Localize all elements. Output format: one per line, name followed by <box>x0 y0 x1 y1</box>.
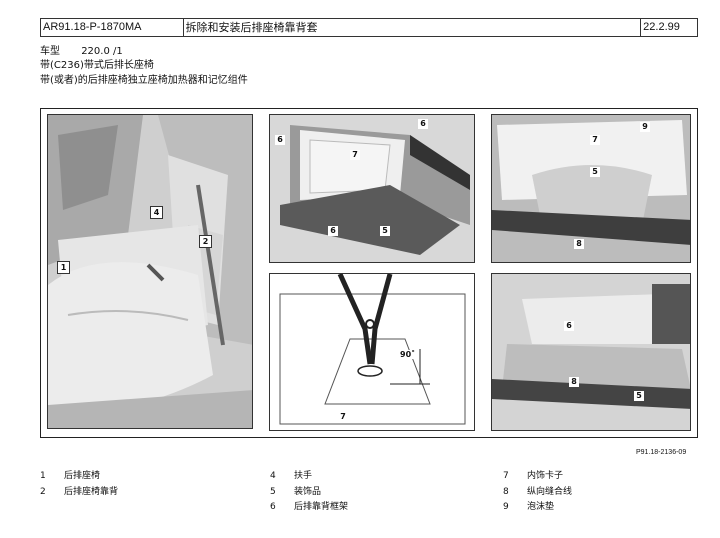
legend-number: 2 <box>40 487 46 497</box>
callout-p2-6: 6 <box>275 135 285 145</box>
callout-p1-4: 4 <box>150 206 163 219</box>
equipment-line-2: 带(或者)的后排座椅独立座椅加热器和记忆组件 <box>40 75 248 86</box>
doc-date: 22.2.99 <box>643 21 680 33</box>
callout-p4-7: 7 <box>338 412 348 422</box>
panel-rear-seat: 1 4 2 <box>47 114 253 429</box>
doc-title: 拆除和安装后排座椅靠背套 <box>184 19 642 36</box>
legend-text: 扶手 <box>294 471 313 481</box>
callout-p5-8: 8 <box>569 377 579 387</box>
figure-reference: P91.18-2136-09 <box>636 449 687 456</box>
doc-id: AR91.18-P-1870MA <box>41 19 184 36</box>
legend-item-9: 9 泡沫垫 <box>503 499 554 512</box>
legend-item-4: 4 扶手 <box>270 468 312 481</box>
callout-p2-5: 5 <box>380 226 390 236</box>
panel-foam-pad: 7 9 5 8 <box>491 114 691 263</box>
angle-label: 90˚ <box>400 350 416 359</box>
legend-item-5: 5 装饰品 <box>270 484 321 497</box>
model-label: 车型 <box>40 46 60 57</box>
legend-item-6: 6 后排靠背框架 <box>270 499 348 512</box>
callout-p3-9: 9 <box>640 122 650 132</box>
legend-text: 装饰品 <box>294 487 322 497</box>
legend-number: 9 <box>503 502 509 512</box>
foam-pad-illustration <box>492 115 690 262</box>
callout-p1-1: 1 <box>57 261 70 274</box>
callout-p2-6c: 6 <box>328 226 338 236</box>
legend-number: 8 <box>503 487 509 497</box>
legend-item-8: 8 纵向缝合线 <box>503 484 572 497</box>
backrest-frame-illustration <box>270 115 474 262</box>
legend-item-7: 7 内饰卡子 <box>503 468 563 481</box>
legend-number: 5 <box>270 487 276 497</box>
callout-p3-8: 8 <box>574 239 584 249</box>
legend-item-2: 2 后排座椅靠背 <box>40 484 118 497</box>
seat-illustration <box>48 115 252 428</box>
legend-text: 内饰卡子 <box>527 471 564 481</box>
legend-item-1: 1 后排座椅 <box>40 468 100 481</box>
callout-p2-6b: 6 <box>418 119 428 129</box>
model-value: 220.0 /1 <box>81 46 123 57</box>
legend-number: 4 <box>270 471 276 481</box>
legend-number: 7 <box>503 471 509 481</box>
callout-p3-5: 5 <box>590 167 600 177</box>
panel-trim-seam: 6 8 5 <box>491 273 691 431</box>
legend-number: 1 <box>40 471 46 481</box>
legend-text: 纵向缝合线 <box>527 487 573 497</box>
model-line: 车型 220.0 /1 <box>40 42 123 57</box>
callout-p2-7: 7 <box>350 150 360 160</box>
callout-p1-2: 2 <box>199 235 212 248</box>
pliers-illustration <box>270 274 474 430</box>
equipment-line-1: 带(C236)带式后排长座椅 <box>40 60 154 71</box>
legend-text: 后排座椅靠背 <box>64 487 119 497</box>
panel-backrest-frame: 6 7 6 6 5 <box>269 114 475 263</box>
header-table: AR91.18-P-1870MA 拆除和安装后排座椅靠背套 22.2.99 <box>40 18 698 37</box>
trim-seam-illustration <box>492 274 690 430</box>
panel-pliers: 90˚ 7 <box>269 273 475 431</box>
figure-frame: 1 4 2 6 7 6 6 5 7 9 5 8 <box>40 108 698 438</box>
callout-p3-7: 7 <box>590 135 600 145</box>
legend-text: 后排靠背框架 <box>294 502 349 512</box>
legend-text: 后排座椅 <box>64 471 101 481</box>
callout-p5-6: 6 <box>564 321 574 331</box>
callout-p5-5: 5 <box>634 391 644 401</box>
legend-text: 泡沫垫 <box>527 502 555 512</box>
legend-number: 6 <box>270 502 276 512</box>
